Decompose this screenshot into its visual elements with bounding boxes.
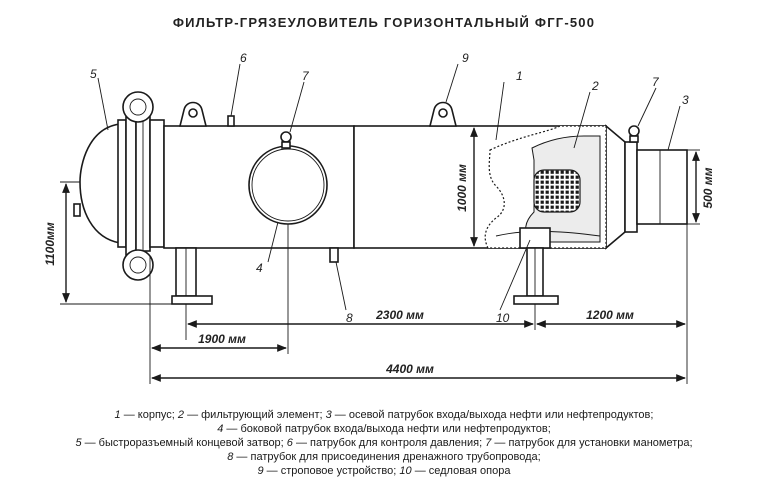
dim-1200: 1200 мм — [586, 308, 634, 322]
callout-10: 10 — [496, 311, 510, 325]
pressure-nozzle — [227, 115, 235, 127]
gauge-nozzle-2 — [628, 125, 640, 137]
reducer — [605, 124, 626, 250]
callout-2: 2 — [591, 79, 599, 93]
legend: 1 — корпус; 2 — фильтрующий элемент; 3 —… — [0, 408, 768, 478]
filter-drawing: ФИЛЬТР-ГРЯЗЕУЛОВИТЕЛЬ ГОРИЗОНТАЛЬНЫЙ ФГГ… — [43, 15, 715, 384]
dim-500: 500 мм — [701, 167, 715, 208]
dimensions: 1100мм 1000 мм 500 мм 2300 мм 1200 мм 19… — [43, 127, 715, 384]
legend-line-1: 1 — корпус; 2 — фильтрующий элемент; 3 —… — [114, 409, 654, 421]
dim-1100: 1100мм — [43, 222, 57, 266]
legend-line-4: 8 — патрубок для присоединения дренажног… — [227, 451, 541, 463]
dim-4400: 4400 мм — [385, 362, 434, 376]
drawing-title: ФИЛЬТР-ГРЯЗЕУЛОВИТЕЛЬ ГОРИЗОНТАЛЬНЫЙ ФГГ… — [173, 15, 595, 30]
filter-element-mesh — [533, 169, 581, 213]
closure-clamp-bottom — [122, 249, 154, 281]
callout-7a: 7 — [302, 69, 310, 83]
callout-5: 5 — [90, 67, 97, 81]
saddle-support-left — [171, 247, 213, 305]
legend-line-3: 5 — быстроразъемный концевой затвор; 6 —… — [75, 437, 693, 449]
legend-line-5: 9 — строповое устройство; 10 — седловая … — [257, 465, 511, 477]
callout-7b: 7 — [652, 75, 660, 89]
callout-1: 1 — [516, 69, 523, 83]
end-closure-dome — [79, 123, 121, 244]
closure-ring — [117, 119, 127, 248]
callout-3: 3 — [682, 93, 689, 107]
callout-8: 8 — [346, 311, 353, 325]
vessel — [73, 91, 688, 305]
closure-flange — [125, 111, 137, 256]
gauge-nozzle-1 — [280, 131, 292, 143]
legend-line-2: 4 — боковой патрубок входа/выхода нефти … — [217, 423, 551, 435]
drain-nozzle — [329, 247, 339, 263]
axial-nozzle — [636, 149, 688, 225]
saddle-support-right — [513, 227, 559, 305]
callout-6: 6 — [240, 51, 247, 65]
callout-4: 4 — [256, 261, 263, 275]
closure-clamp-top — [122, 91, 154, 123]
callout-9: 9 — [462, 51, 469, 65]
dim-1000: 1000 мм — [455, 164, 469, 212]
dim-1900: 1900 мм — [198, 332, 246, 346]
dim-2300: 2300 мм — [375, 308, 424, 322]
axial-nozzle-flange — [624, 141, 638, 233]
side-nozzle — [248, 145, 328, 225]
leader-lines — [97, 63, 681, 311]
